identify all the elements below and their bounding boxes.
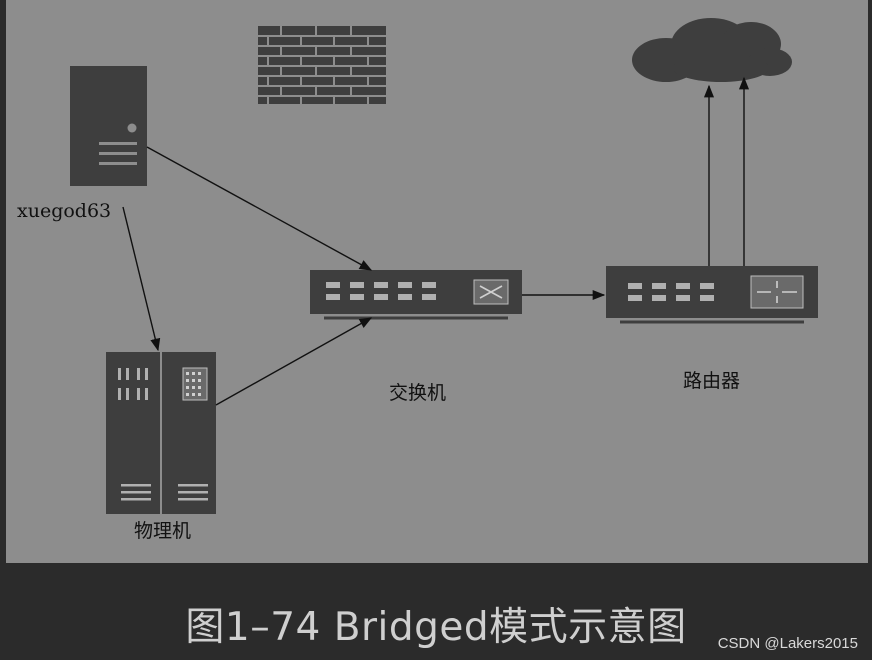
diagram-canvas: xuegod63 交换机 路由器 物理机: [6, 0, 868, 563]
router-label: 路由器: [683, 370, 741, 392]
server-icon: [70, 66, 147, 186]
rack-server-icon: [106, 352, 216, 514]
vm-label: xuegod63: [17, 200, 112, 222]
firewall-icon: [258, 26, 386, 104]
edge-host-to-switch: [215, 317, 373, 406]
router-icon: [606, 266, 818, 324]
diagram-svg: [70, 18, 818, 514]
edge-vm-to-host: [122, 206, 161, 352]
switch-label: 交换机: [389, 382, 447, 404]
host-label: 物理机: [134, 520, 192, 542]
edge-vm-to-switch: [146, 146, 373, 271]
switch-icon: [310, 270, 522, 320]
cloud-icon: [632, 18, 792, 82]
watermark: CSDN @Lakers2015: [717, 635, 858, 652]
figure-caption: 图1–74 Bridged模式示意图: [185, 605, 687, 650]
